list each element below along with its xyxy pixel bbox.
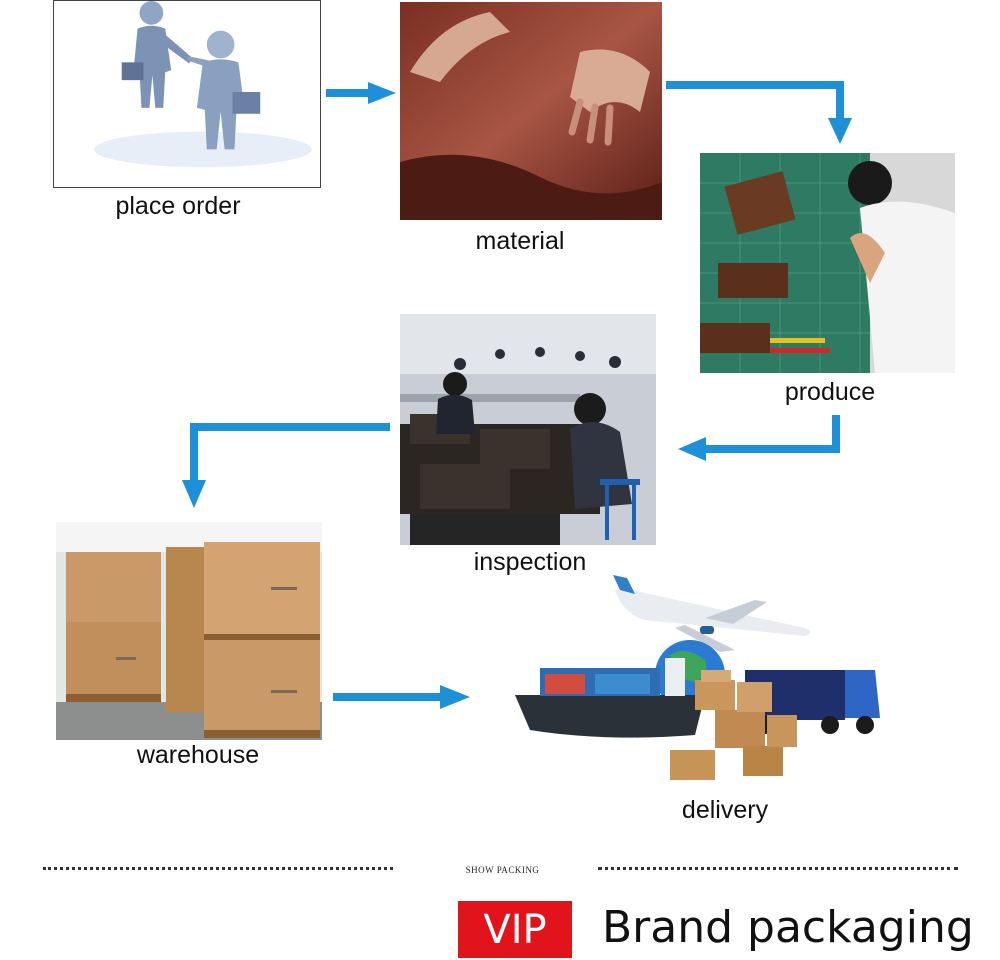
leather-hide-icon [400,2,662,220]
vip-badge: VIP [458,901,572,958]
warehouse-label: warehouse [136,741,260,769]
cardboard-boxes-icon [56,522,322,740]
arrow-produce-to-inspection [678,415,840,461]
craftsman-cutting-icon [700,153,955,373]
arrow-inspection-to-warehouse [182,423,390,508]
warehouse-image [56,522,322,740]
arrow-warehouse-to-delivery [333,685,470,709]
place-order-label: place order [115,192,241,220]
brand-packaging-title: Brand packaging [602,902,974,953]
arrow-order-to-material [326,82,396,104]
material-label: material [475,227,565,255]
airplane-icon [613,575,810,652]
divider-right [598,867,958,870]
produce-label: produce [784,378,876,406]
divider-left [43,867,393,870]
arrow-material-to-produce [666,81,852,144]
material-image [400,2,662,220]
inspection-label: inspection [473,548,587,576]
cargo-ship-icon [515,658,705,738]
delivery-image [505,570,885,785]
produce-image [700,153,955,373]
place-order-image [53,0,321,188]
factory-workers-icon [400,314,656,545]
section-tag: SHOW PACKING [465,865,540,875]
delivery-label: delivery [681,796,769,824]
shipping-transport-icon [515,575,880,780]
inspection-image [400,314,656,545]
handshake-figures-icon [94,1,312,168]
parcel-boxes-icon [670,670,797,780]
